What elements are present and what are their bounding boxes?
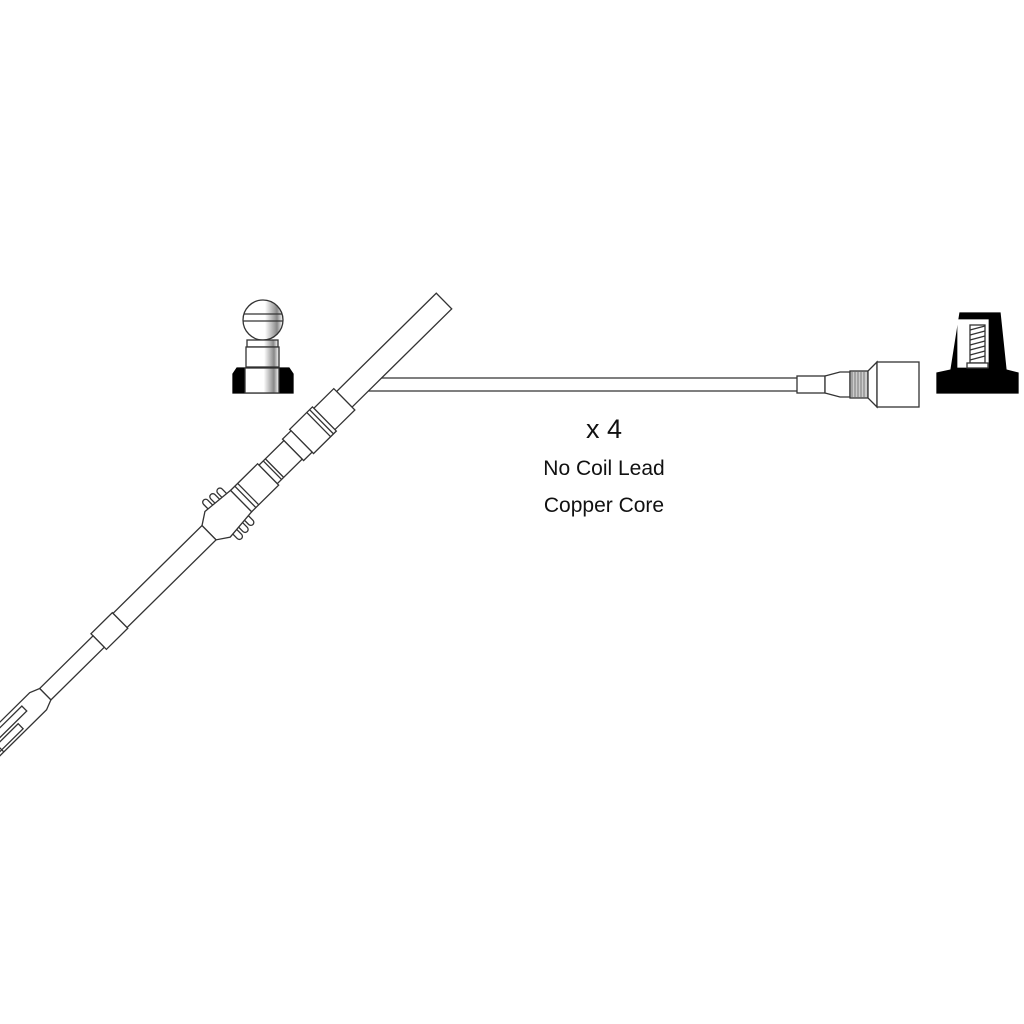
- horizontal-cable: [366, 377, 800, 392]
- coil-end-connector: [796, 360, 920, 409]
- ball-terminal-icon: [232, 299, 294, 394]
- quantity-label: x 4: [585, 414, 623, 444]
- plug-end-lead: [0, 292, 453, 760]
- black-terminal-icon: [936, 312, 1019, 394]
- core-type-label: Copper Core: [543, 494, 665, 517]
- lead-type-label: No Coil Lead: [543, 457, 665, 480]
